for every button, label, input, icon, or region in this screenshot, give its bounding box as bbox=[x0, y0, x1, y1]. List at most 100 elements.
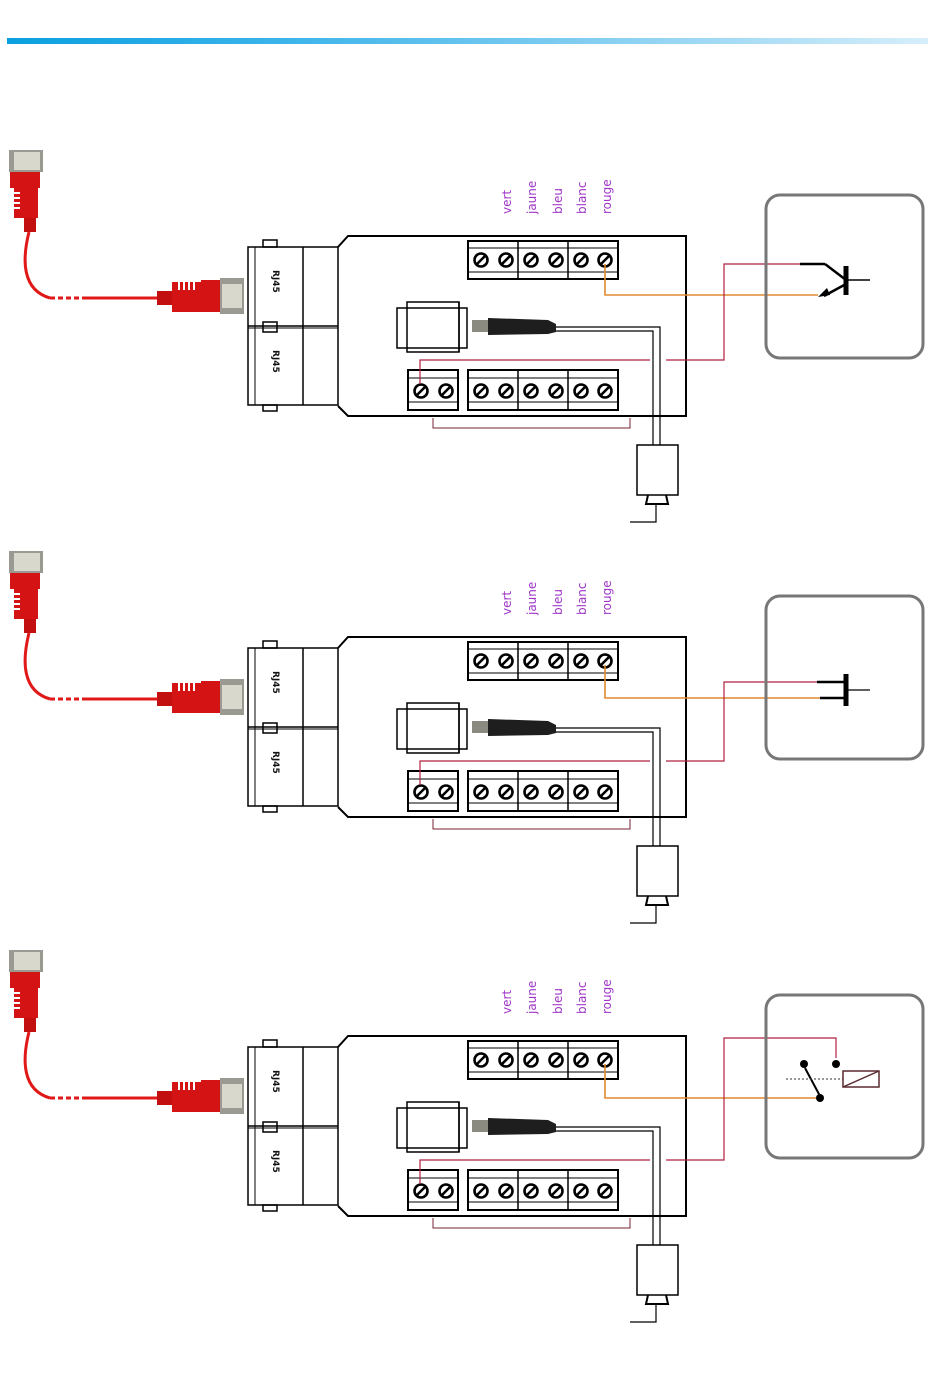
rj45-label: RJ45 bbox=[270, 350, 280, 373]
bridge-wire bbox=[433, 1218, 630, 1228]
screw-icon-slot bbox=[477, 256, 485, 264]
screw-icon-slot bbox=[502, 1187, 510, 1195]
screw-icon-slot bbox=[527, 657, 535, 665]
bridge-wire bbox=[433, 819, 630, 829]
screw-icon-slot bbox=[442, 1187, 450, 1195]
wiring-panel-2: RJ45 RJ45 vert jaune bleu blanc rouge bbox=[0, 541, 950, 941]
dc-plug-icon bbox=[472, 719, 556, 736]
screw-icon-slot bbox=[601, 657, 609, 665]
screw-icon-slot bbox=[477, 387, 485, 395]
screw-icon-slot bbox=[577, 788, 585, 796]
wiring-diagram: RJ45 RJ45 vert jaune bleu blanc rouge bbox=[0, 541, 950, 941]
orange-wire bbox=[605, 1064, 816, 1098]
rj45-plug-right-icon bbox=[157, 1078, 244, 1114]
rj45-plug-right-icon bbox=[157, 278, 244, 314]
header-accent-bar bbox=[7, 38, 928, 44]
rj45-label: RJ45 bbox=[270, 1150, 280, 1173]
red-wire bbox=[666, 1038, 836, 1160]
rj45-socket-block bbox=[248, 240, 338, 411]
screw-icon-slot bbox=[552, 1187, 560, 1195]
wire-label-rouge: rouge bbox=[600, 979, 614, 1014]
wire-label-jaune: jaune bbox=[525, 981, 539, 1015]
transistor-collector bbox=[825, 264, 846, 280]
red-wire bbox=[420, 360, 650, 384]
screw-icon-slot bbox=[527, 387, 535, 395]
relay-coil-diagonal bbox=[843, 1071, 879, 1087]
wire-label-bleu: bleu bbox=[551, 988, 565, 1014]
screw-icon-slot bbox=[552, 788, 560, 796]
power-supply-icon bbox=[630, 445, 678, 522]
wire-label-blanc: blanc bbox=[575, 981, 589, 1014]
screw-icon-slot bbox=[477, 657, 485, 665]
screw-icon-slot bbox=[417, 1187, 425, 1195]
screw-icon-slot bbox=[527, 788, 535, 796]
transistor-arrow-icon bbox=[818, 288, 830, 297]
screw-icon-slot bbox=[477, 788, 485, 796]
wiring-diagram: RJ45 RJ45 vert jaune bleu blanc rouge bbox=[0, 940, 950, 1340]
screw-icon-slot bbox=[417, 387, 425, 395]
screw-icon-slot bbox=[577, 657, 585, 665]
screw-terminals-bottom bbox=[415, 385, 612, 398]
screw-terminals-top bbox=[475, 1054, 612, 1067]
relay-contact-symbol bbox=[786, 1060, 879, 1102]
screw-icon-slot bbox=[442, 788, 450, 796]
wire-label-jaune: jaune bbox=[525, 582, 539, 616]
power-jack-socket bbox=[397, 302, 467, 352]
wire-label-rouge: rouge bbox=[600, 580, 614, 615]
power-supply-icon bbox=[630, 1245, 678, 1322]
screw-icon-slot bbox=[552, 657, 560, 665]
screw-icon-slot bbox=[552, 1056, 560, 1064]
wire-label-bleu: bleu bbox=[551, 589, 565, 615]
ethernet-cable bbox=[9, 150, 244, 314]
rj45-label: RJ45 bbox=[270, 1070, 280, 1093]
relay-contact-icon bbox=[800, 1060, 808, 1068]
screw-icon-slot bbox=[502, 387, 510, 395]
rj45-label: RJ45 bbox=[270, 751, 280, 774]
screw-terminals-top bbox=[475, 655, 612, 668]
screw-icon-slot bbox=[601, 1187, 609, 1195]
red-wire bbox=[420, 761, 650, 785]
wire-label-vert: vert bbox=[500, 990, 514, 1014]
top-terminal-block bbox=[468, 642, 618, 680]
wiring-diagram: RJ45 RJ45 vert jaune bleu blanc rouge bbox=[0, 140, 950, 540]
screw-icon-slot bbox=[601, 1056, 609, 1064]
red-wire bbox=[666, 682, 817, 761]
rj45-plug-right-icon bbox=[157, 679, 244, 715]
wire-label-vert: vert bbox=[500, 591, 514, 615]
relay-contact-icon bbox=[832, 1060, 840, 1068]
rj45-socket-block bbox=[248, 641, 338, 812]
power-jack-socket bbox=[397, 1102, 467, 1152]
power-jack-socket bbox=[397, 703, 467, 753]
screw-terminals-top bbox=[475, 254, 612, 267]
screw-icon-slot bbox=[502, 788, 510, 796]
screw-icon-slot bbox=[527, 1056, 535, 1064]
screw-icon-slot bbox=[577, 1187, 585, 1195]
wiring-panel-1: RJ45 RJ45 vert jaune bleu blanc rouge bbox=[0, 140, 950, 540]
screw-terminals-bottom bbox=[415, 786, 612, 799]
screw-icon-slot bbox=[502, 1056, 510, 1064]
screw-icon-slot bbox=[577, 387, 585, 395]
screw-icon-slot bbox=[442, 387, 450, 395]
red-wire bbox=[420, 1160, 650, 1184]
screw-icon-slot bbox=[552, 387, 560, 395]
rj45-plug-left-icon bbox=[9, 551, 43, 633]
wire-label-bleu: bleu bbox=[551, 188, 565, 214]
power-supply-icon bbox=[630, 846, 678, 923]
wire-label-blanc: blanc bbox=[575, 181, 589, 214]
bridge-wire bbox=[433, 418, 630, 428]
relay-switch-arm bbox=[805, 1068, 820, 1096]
wire-label-blanc: blanc bbox=[575, 582, 589, 615]
rj45-plug-left-icon bbox=[9, 150, 43, 232]
screw-icon-slot bbox=[577, 256, 585, 264]
screw-icon-slot bbox=[601, 387, 609, 395]
orange-wire bbox=[605, 264, 818, 295]
spacer bbox=[605, 665, 820, 696]
wire-label-rouge: rouge bbox=[600, 179, 614, 214]
screw-icon-slot bbox=[502, 256, 510, 264]
screw-icon-slot bbox=[502, 657, 510, 665]
transistor-output-symbol bbox=[800, 264, 870, 297]
ethernet-cable bbox=[9, 950, 244, 1114]
wiring-panel-3: RJ45 RJ45 vert jaune bleu blanc rouge bbox=[0, 940, 950, 1340]
screw-icon-slot bbox=[477, 1187, 485, 1195]
rj45-plug-left-icon bbox=[9, 950, 43, 1032]
